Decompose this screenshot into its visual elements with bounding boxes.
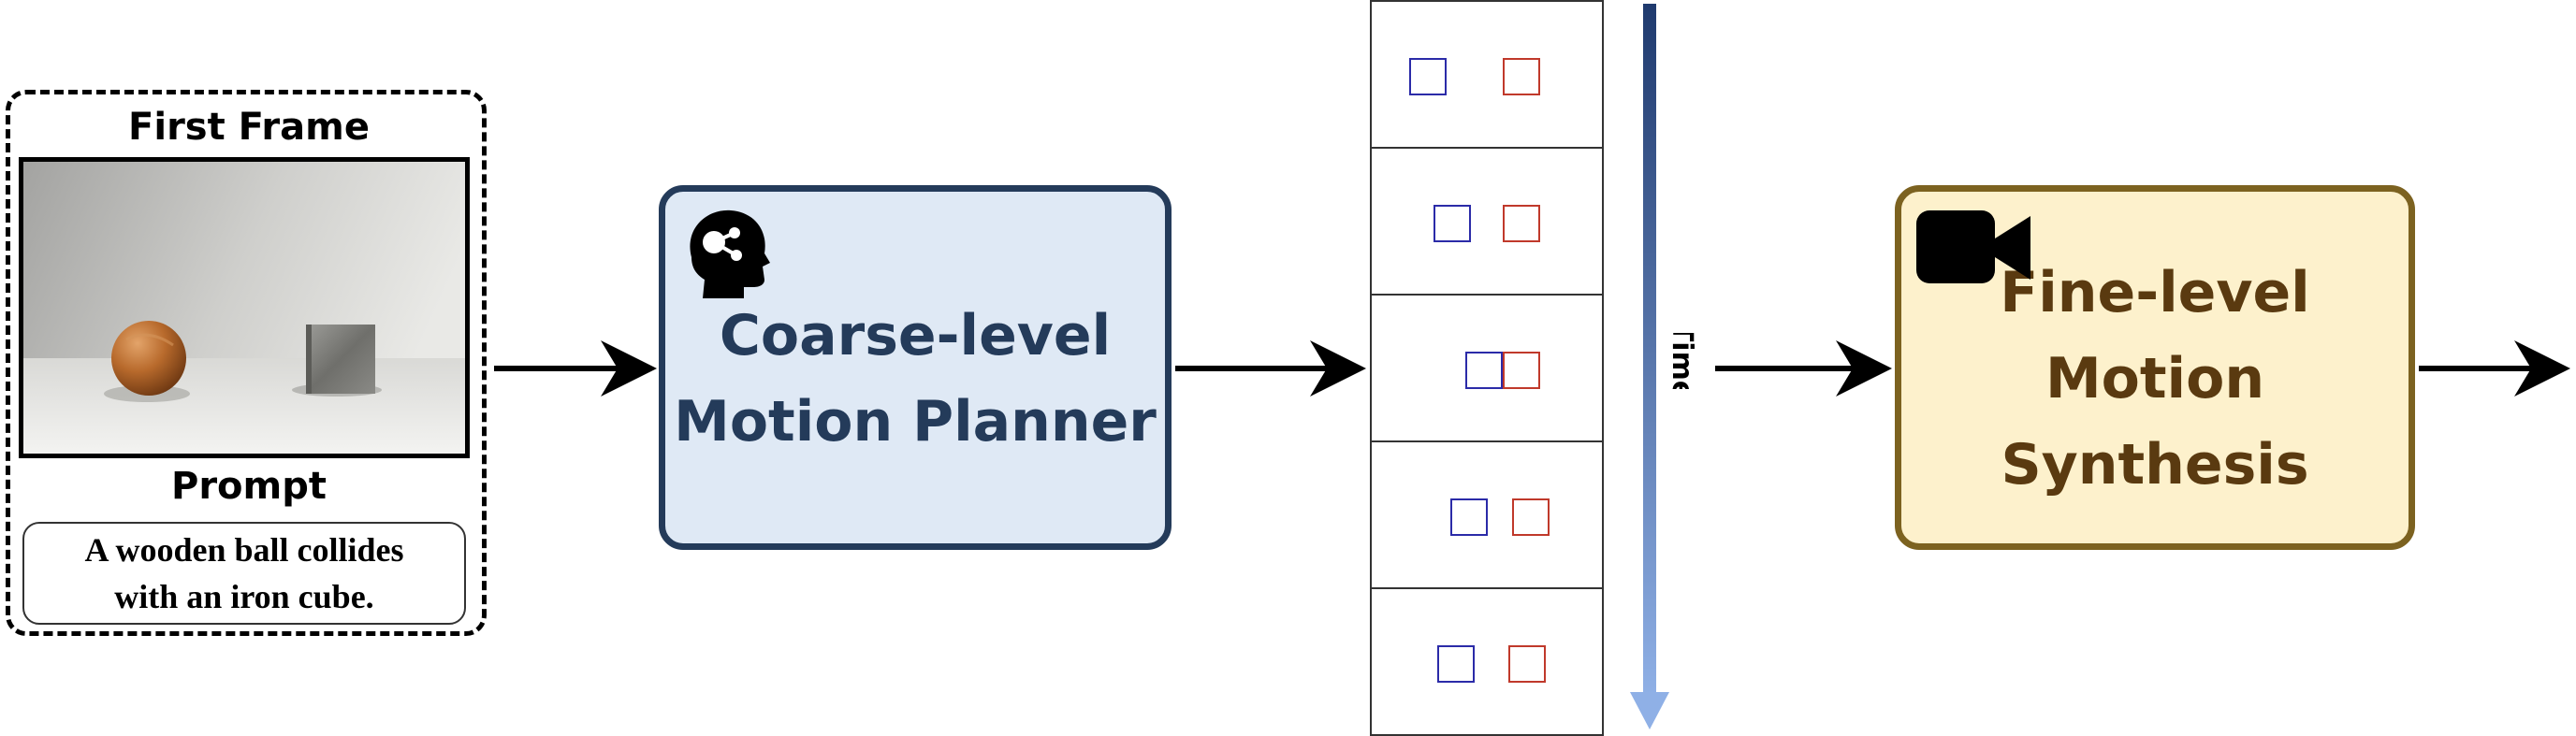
- cube-bounding-box: [1503, 352, 1540, 389]
- ball-bounding-box: [1450, 498, 1488, 536]
- motion-frame: [1372, 442, 1602, 589]
- first-frame-scene: [23, 162, 465, 454]
- fine-motion-synthesis-label: Fine-level Motion Synthesis: [2000, 260, 2310, 498]
- video-camera-icon: [1916, 210, 2030, 283]
- time-axis-arrowhead: [1630, 692, 1669, 729]
- prompt-box: A wooden ball collides with an iron cube…: [22, 522, 466, 625]
- ball-bounding-box: [1465, 352, 1503, 389]
- prompt-label: Prompt: [171, 465, 327, 508]
- input-panel: [6, 90, 487, 636]
- fine-motion-synthesis-box: Fine-level Motion Synthesis: [1895, 185, 2415, 550]
- motion-frame: [1372, 296, 1602, 442]
- time-axis: [1643, 4, 1656, 696]
- ball-bounding-box: [1437, 645, 1475, 683]
- time-axis-label: Time: [1666, 333, 1698, 389]
- coarse-motion-frames: [1370, 0, 1604, 736]
- iron-cube: [306, 325, 375, 394]
- ball-bounding-box: [1434, 205, 1471, 242]
- first-frame-image: [19, 157, 470, 458]
- coarse-motion-planner-box: Coarse-level Motion Planner: [659, 185, 1172, 550]
- ball-bounding-box: [1409, 58, 1447, 95]
- cube-bounding-box: [1503, 58, 1540, 95]
- prompt-text: A wooden ball collides with an iron cube…: [84, 531, 404, 615]
- wooden-ball: [111, 321, 186, 396]
- cube-bounding-box: [1508, 645, 1546, 683]
- cube-bounding-box: [1512, 498, 1550, 536]
- cube-bounding-box: [1503, 205, 1540, 242]
- time-axis-label-wrap: Time: [1666, 333, 1698, 389]
- motion-frame: [1372, 589, 1602, 736]
- motion-frame: [1372, 2, 1602, 149]
- motion-frame: [1372, 149, 1602, 296]
- first-frame-label: First Frame: [128, 106, 370, 149]
- head-brain-icon: [690, 209, 770, 298]
- coarse-motion-planner-label: Coarse-level Motion Planner: [674, 303, 1157, 455]
